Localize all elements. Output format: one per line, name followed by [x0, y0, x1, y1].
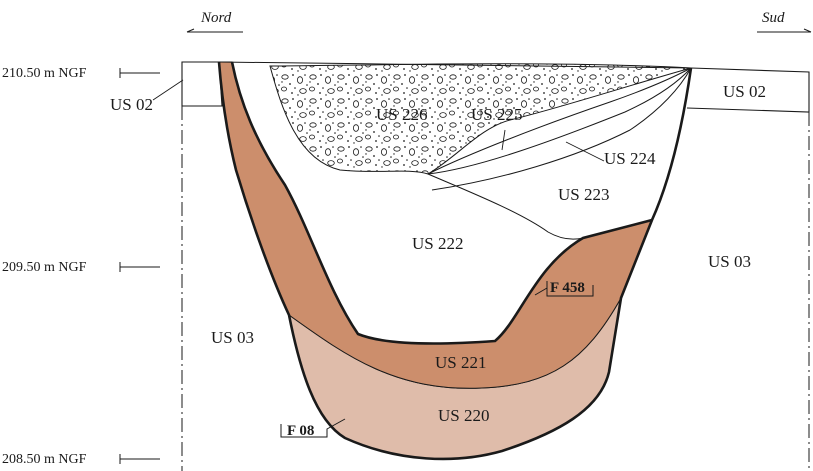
label-us02-left: US 02 — [110, 95, 153, 114]
layer-us226 — [269, 63, 692, 175]
surface-line — [218, 61, 692, 69]
internal-boundaries — [427, 67, 692, 240]
cut-outline-f08 — [217, 61, 693, 461]
feature-f08: F 08 — [280, 418, 346, 439]
unit-labels: US 02 US 02 US 03 US 03 US 226 US 225 US… — [110, 82, 766, 425]
label-us224: US 224 — [604, 149, 656, 168]
label-us221: US 221 — [435, 353, 486, 372]
south-arrow: Sud — [757, 10, 812, 33]
label-us226: US 226 — [376, 105, 427, 124]
level-label-bottom: 208.50 m NGF — [2, 452, 87, 467]
label-us225: US 225 — [471, 105, 522, 124]
north-label: Nord — [200, 10, 232, 26]
section-frame — [181, 106, 810, 471]
label-us223: US 223 — [558, 185, 609, 204]
label-us220: US 220 — [438, 406, 489, 425]
feature-f458: F 458 — [534, 280, 594, 297]
north-arrow: Nord — [186, 10, 243, 33]
label-us03-left: US 03 — [211, 328, 254, 347]
level-label-mid: 209.50 m NGF — [2, 260, 87, 275]
label-us03-right: US 03 — [708, 252, 751, 271]
level-label-top: 210.50 m NGF — [2, 66, 87, 81]
us02-blocks — [152, 61, 810, 113]
cut-outline-f458 — [230, 61, 653, 345]
label-us222: US 222 — [412, 234, 463, 253]
south-label: Sud — [762, 10, 785, 26]
label-f458: F 458 — [550, 280, 585, 296]
label-f08: F 08 — [287, 423, 314, 439]
level-markers: 210.50 m NGF 209.50 m NGF 208.50 m NGF — [2, 66, 160, 467]
label-us02-right: US 02 — [723, 82, 766, 101]
